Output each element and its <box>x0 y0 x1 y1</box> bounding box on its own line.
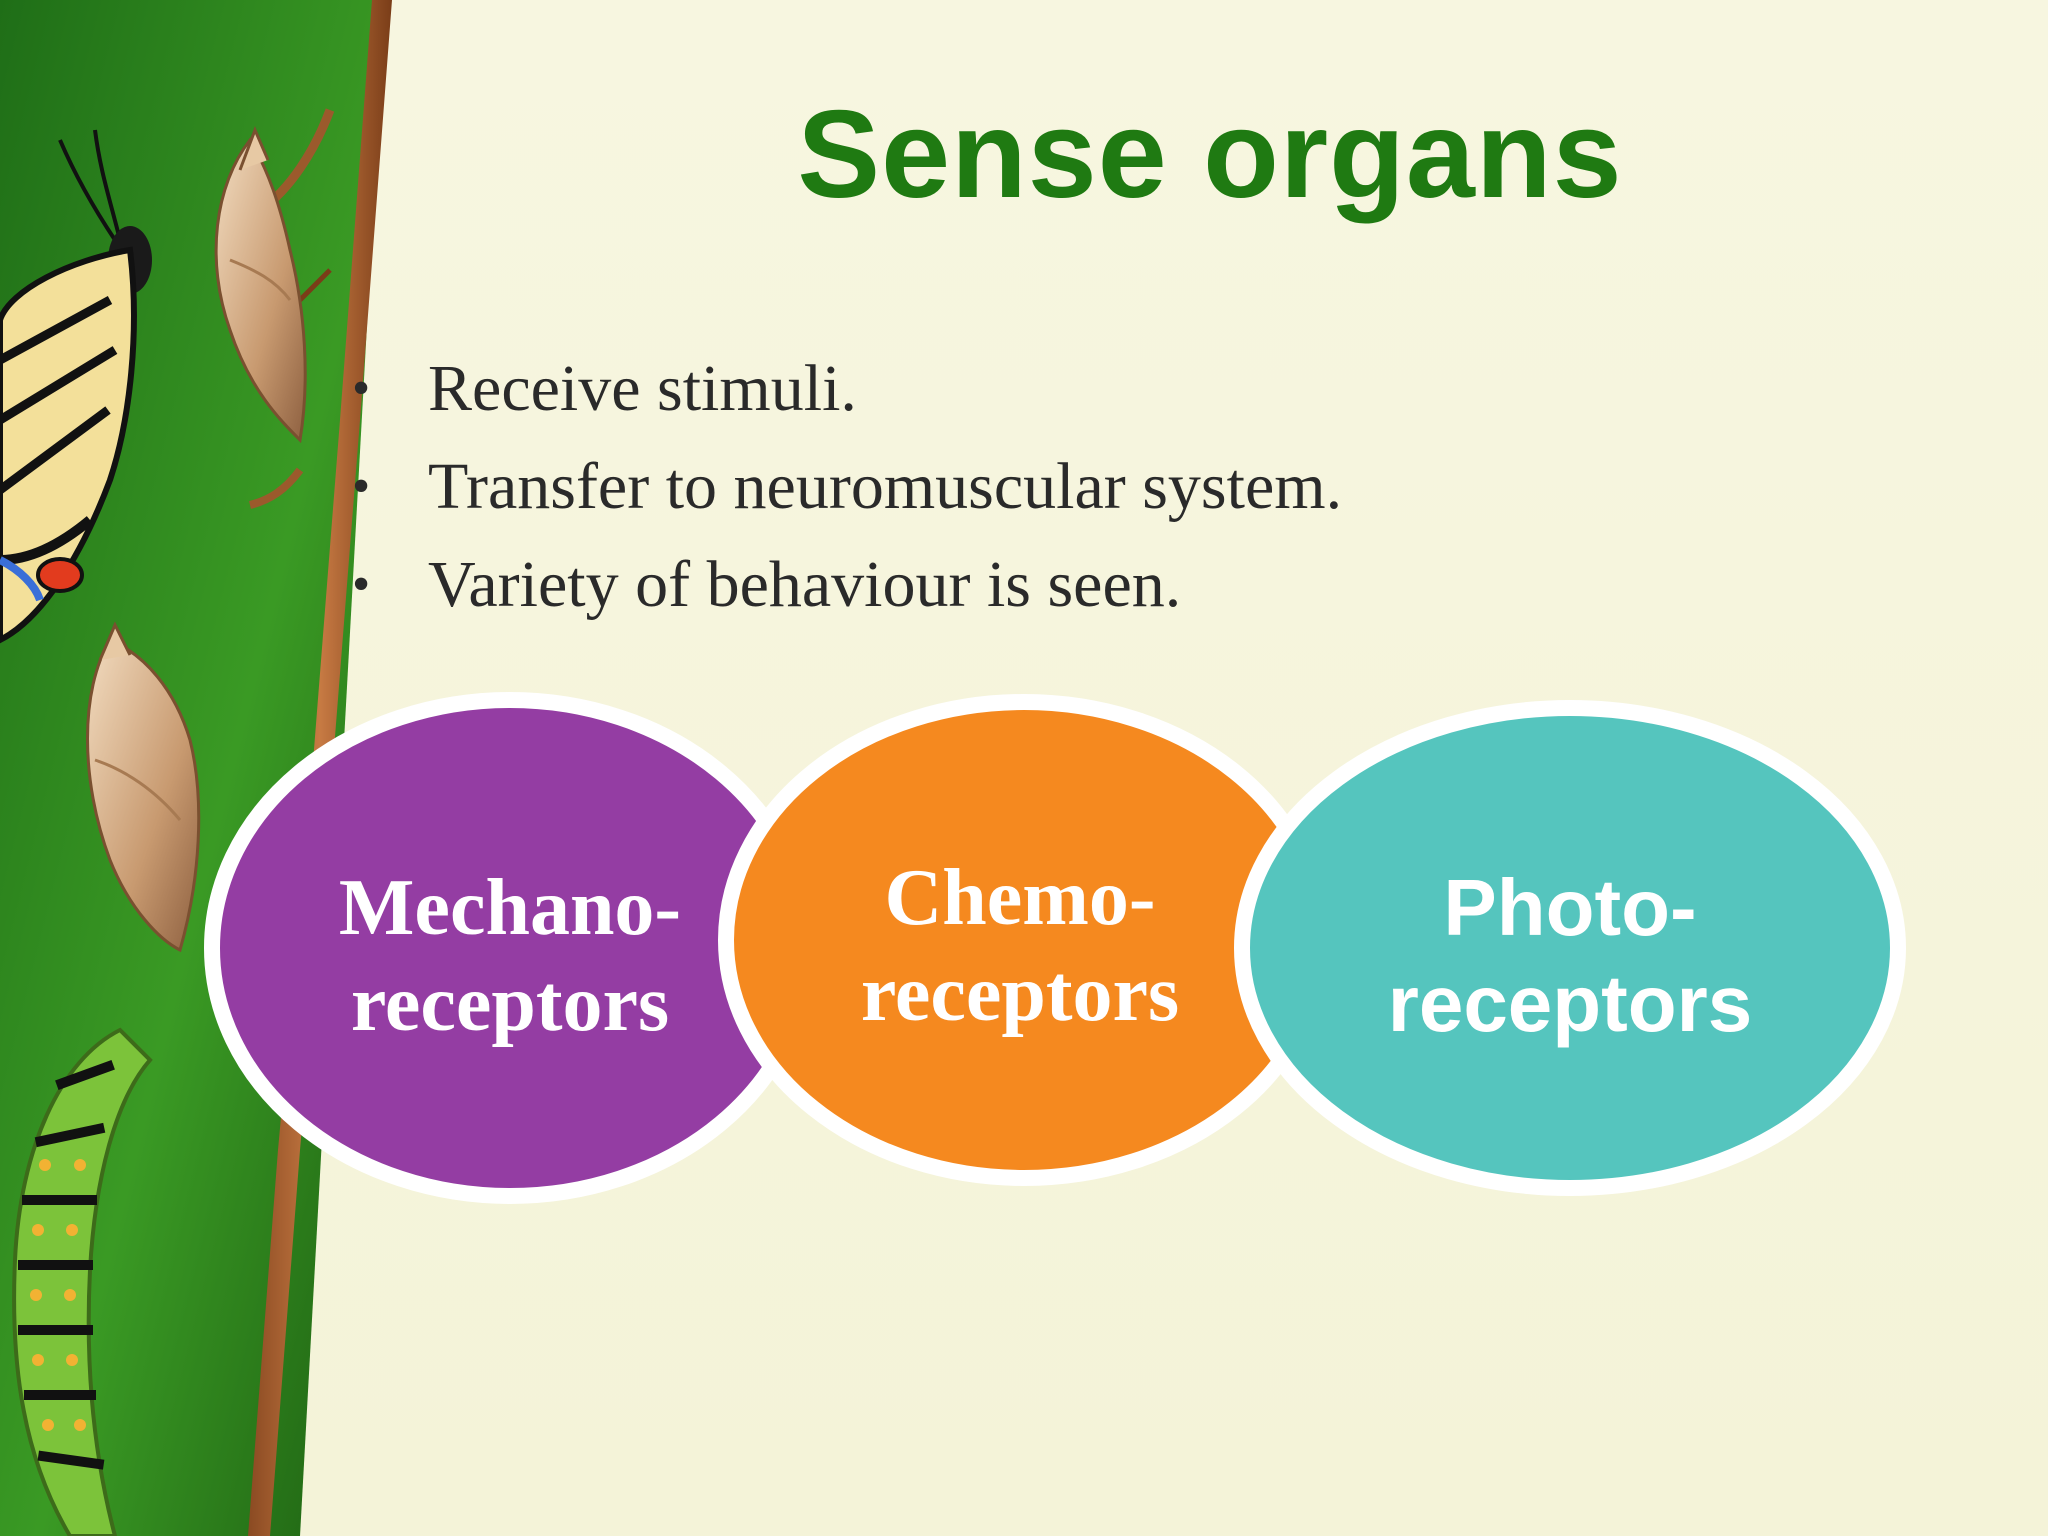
chemoreceptor-label-line1: Chemo- <box>884 854 1156 942</box>
butterfly-icon <box>0 129 152 644</box>
bullet-item: • Receive stimuli. <box>340 340 1740 438</box>
bullet-text: Receive stimuli. <box>428 352 857 425</box>
chemoreceptor-label-line2: receptors <box>860 950 1180 1038</box>
photoreceptor-label-line1: Photo- <box>1443 863 1697 952</box>
bullet-marker: • <box>352 458 371 515</box>
bullet-marker: • <box>352 556 371 613</box>
chrysalis-icon <box>214 125 307 444</box>
chrysalis-icon <box>86 621 201 953</box>
chemoreceptor-label: Chemo- receptors <box>810 850 1230 1042</box>
bullet-marker: • <box>352 360 371 417</box>
photoreceptor-label: Photo- receptors <box>1360 860 1780 1052</box>
nature-illustration <box>0 0 392 1536</box>
mechanoreceptor-label: Mechano- receptors <box>300 860 720 1052</box>
photoreceptor-label-line2: receptors <box>1387 959 1753 1048</box>
bullet-text: Transfer to neuromuscular system. <box>428 450 1343 523</box>
caterpillar-icon <box>12 1027 153 1536</box>
bullet-list: • Receive stimuli. • Transfer to neuromu… <box>340 340 1740 634</box>
bullet-item: • Variety of behaviour is seen. <box>340 536 1740 634</box>
mechanoreceptor-label-line2: receptors <box>350 960 670 1048</box>
bullet-text: Variety of behaviour is seen. <box>428 548 1182 621</box>
slide-title: Sense organs <box>797 86 1623 224</box>
bullet-item: • Transfer to neuromuscular system. <box>340 438 1740 536</box>
mechanoreceptor-label-line1: Mechano- <box>338 864 682 952</box>
